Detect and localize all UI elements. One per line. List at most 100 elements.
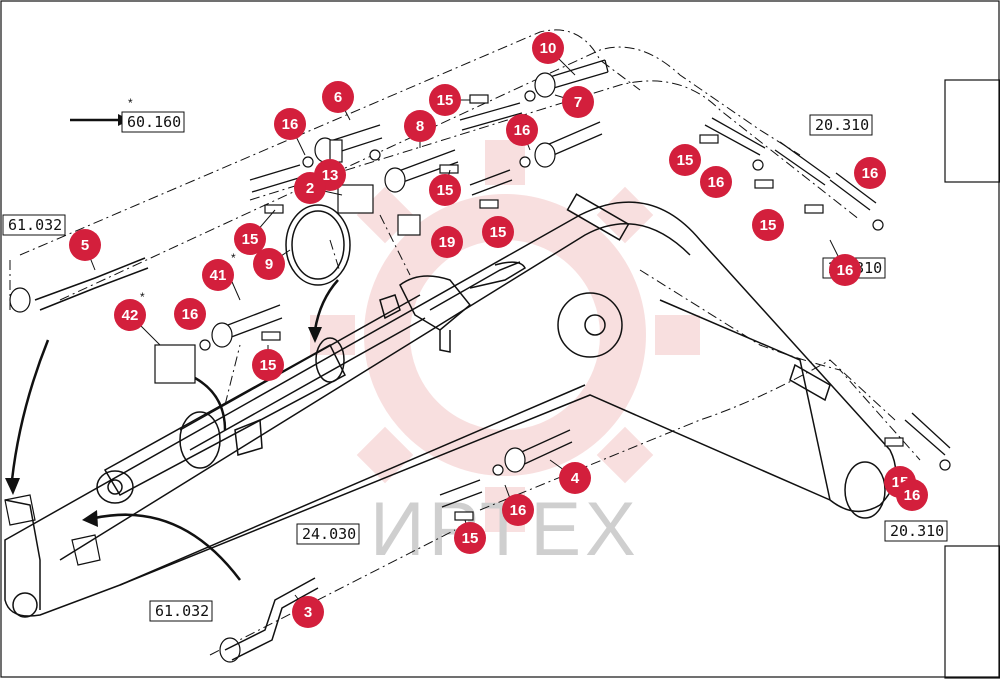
callout-6[interactable]: 6 <box>322 81 354 113</box>
callout-16[interactable]: 16 <box>174 298 206 330</box>
callout-number: 16 <box>837 262 854 279</box>
callout-15[interactable]: 15 <box>454 522 486 554</box>
callout-badge <box>404 110 436 142</box>
callout-number: 16 <box>708 174 725 191</box>
reference-box[interactable]: 61.032 <box>149 600 213 622</box>
callout-2[interactable]: 2 <box>294 172 326 204</box>
callout-badge <box>252 349 284 381</box>
callout-number: 16 <box>514 122 531 139</box>
callout-number: 7 <box>574 94 582 111</box>
callout-number: 6 <box>334 89 342 106</box>
callout-16[interactable]: 16 <box>829 254 861 286</box>
guide-lines <box>9 29 921 656</box>
callout-4[interactable]: 4 <box>559 462 591 494</box>
callout-badge <box>506 114 538 146</box>
callout-badge <box>253 248 285 280</box>
direction-arrows <box>10 118 339 581</box>
callout-15[interactable]: 15 <box>669 144 701 176</box>
callout-number: 41 <box>210 267 227 284</box>
callout-badge <box>854 157 886 189</box>
asterisk-marker: * <box>231 251 236 265</box>
svg-text:*: * <box>128 96 133 110</box>
callout-badge <box>559 462 591 494</box>
reference-box[interactable]: 24.030 <box>296 523 360 545</box>
callout-badge <box>114 299 146 331</box>
reference-box[interactable]: 60.160 * <box>121 96 185 133</box>
callout-number: 4 <box>571 470 580 487</box>
callout-number: 15 <box>490 224 507 241</box>
callout-number: 16 <box>182 306 199 323</box>
callout-number: 3 <box>304 604 312 621</box>
callout-number: 15 <box>462 530 479 547</box>
asterisk-marker: * <box>140 290 145 304</box>
callout-9[interactable]: 9 <box>253 248 285 280</box>
callout-7[interactable]: 7 <box>562 86 594 118</box>
svg-text:24.030: 24.030 <box>302 525 356 543</box>
arrow-heads <box>5 114 322 527</box>
callout-badge <box>429 84 461 116</box>
callout-number: 16 <box>282 116 299 133</box>
callout-16[interactable]: 16 <box>896 479 928 511</box>
callout-number: 16 <box>904 487 921 504</box>
callout-42[interactable]: 42 <box>114 299 146 331</box>
callout-badge <box>69 229 101 261</box>
callout-badge <box>532 32 564 64</box>
callout-number: 13 <box>322 167 339 184</box>
callout-number: 5 <box>81 237 89 254</box>
callout-15[interactable]: 15 <box>429 174 461 206</box>
callout-10[interactable]: 10 <box>532 32 564 64</box>
callout-badge <box>829 254 861 286</box>
callout-badge <box>482 216 514 248</box>
callout-badge <box>322 81 354 113</box>
reference-labels: 60.160 * 20.310 20.310 61.032 24.030 20.… <box>2 96 948 622</box>
svg-text:20.310: 20.310 <box>890 522 944 540</box>
callout-15[interactable]: 15 <box>234 223 266 255</box>
callout-number: 15 <box>260 357 277 374</box>
callout-16[interactable]: 16 <box>854 157 886 189</box>
callout-15[interactable]: 15 <box>752 209 784 241</box>
callout-badge <box>292 596 324 628</box>
pins <box>214 59 951 508</box>
callout-badge <box>234 223 266 255</box>
callout-badge <box>431 226 463 258</box>
callout-number: 15 <box>760 217 777 234</box>
svg-text:20.310: 20.310 <box>815 116 869 134</box>
callout-16[interactable]: 16 <box>506 114 538 146</box>
callout-15[interactable]: 15 <box>252 349 284 381</box>
callout-19[interactable]: 19 <box>431 226 463 258</box>
clamp-and-hoses <box>34 204 351 661</box>
callout-8[interactable]: 8 <box>404 110 436 142</box>
callout-number: 15 <box>437 92 454 109</box>
callout-badge <box>174 298 206 330</box>
callout-3[interactable]: 3 <box>292 596 324 628</box>
callout-16[interactable]: 16 <box>502 494 534 526</box>
callout-number: 2 <box>306 180 314 197</box>
callout-badge <box>562 86 594 118</box>
boom-body <box>4 193 897 618</box>
callout-badge <box>274 108 306 140</box>
boom-plates <box>4 494 101 566</box>
callout-number: 19 <box>439 234 456 251</box>
callout-number: 15 <box>677 152 694 169</box>
svg-text:61.032: 61.032 <box>8 216 62 234</box>
callout-number: 9 <box>265 256 273 273</box>
callout-41[interactable]: 41 <box>202 259 234 291</box>
callout-badge <box>202 259 234 291</box>
callout-5[interactable]: 5 <box>69 229 101 261</box>
callout-16[interactable]: 16 <box>274 108 306 140</box>
callout-badge <box>502 494 534 526</box>
callout-15[interactable]: 15 <box>482 216 514 248</box>
bolts-and-washers <box>9 72 951 663</box>
callout-16[interactable]: 16 <box>700 166 732 198</box>
reference-box[interactable]: 20.310 <box>809 114 873 136</box>
callout-badge <box>294 172 326 204</box>
callout-15[interactable]: 15 <box>429 84 461 116</box>
callout-badge <box>669 144 701 176</box>
callout-number: 42 <box>122 307 139 324</box>
reference-box[interactable]: 20.310 <box>884 520 948 542</box>
reference-box[interactable]: 61.032 <box>2 214 66 236</box>
callout-badge <box>700 166 732 198</box>
